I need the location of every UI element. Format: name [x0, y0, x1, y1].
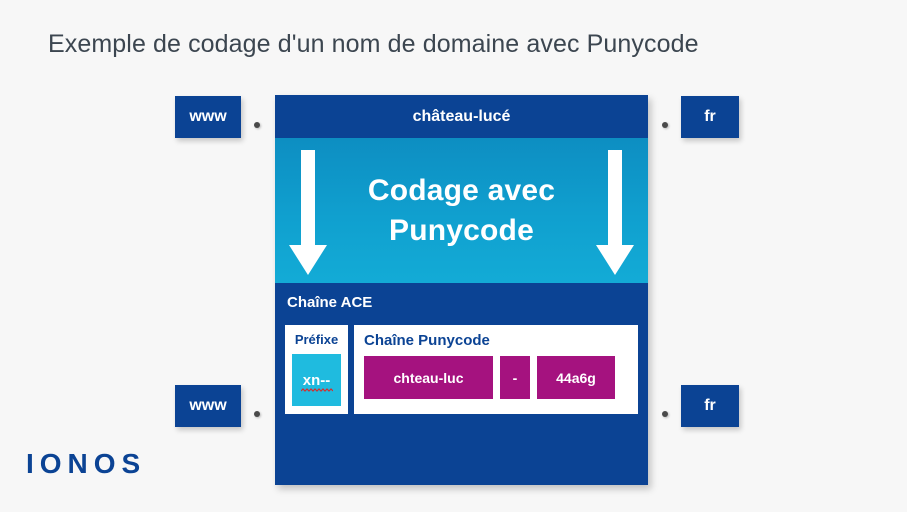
punycode-caption: Chaîne Punycode — [364, 332, 490, 349]
arrow-down-icon — [289, 150, 327, 275]
domain-name-label: château-lucé — [412, 107, 511, 125]
spellcheck-squiggle-icon — [301, 388, 333, 392]
punycode-part-encoded-suffix: 44a6g — [537, 356, 615, 399]
arrow-down-icon — [596, 150, 634, 275]
prefix-caption: Préfixe — [294, 332, 339, 347]
ace-white-panel: Préfixe xn-- Chaîne Punycode chteau-luc — [285, 325, 638, 414]
punycode-part-value: chteau-luc — [393, 369, 464, 386]
ace-section-body: Préfixe xn-- Chaîne Punycode chteau-luc — [275, 311, 648, 485]
page-title: Exemple de codage d'un nom de domaine av… — [48, 30, 699, 58]
punycode-part-value: - — [512, 369, 518, 386]
bottom-subdomain-chip: www — [175, 385, 241, 427]
bottom-tld-label: fr — [704, 397, 716, 414]
punycode-part-value: 44a6g — [556, 369, 596, 386]
punycode-card: Chaîne Punycode chteau-luc - 44a6g — [354, 325, 638, 414]
bottom-left-separator-dot — [254, 411, 260, 417]
top-left-separator-dot — [254, 122, 260, 128]
bottom-tld-chip: fr — [681, 385, 739, 427]
top-subdomain-chip: www — [175, 96, 241, 138]
domain-name-bar: château-lucé — [275, 95, 648, 138]
prefix-value-label: xn-- — [302, 371, 331, 389]
prefix-value-chip: xn-- — [292, 354, 341, 406]
bottom-right-separator-dot — [662, 411, 668, 417]
top-right-separator-dot — [662, 122, 668, 128]
punycode-part-delimiter: - — [500, 356, 530, 399]
punycode-part-encoded-label: chteau-luc — [364, 356, 493, 399]
ionos-logo: IONOS — [26, 448, 147, 479]
ace-section-title: Chaîne ACE — [287, 294, 373, 311]
top-tld-chip: fr — [681, 96, 739, 138]
punycode-parts-row: chteau-luc - 44a6g — [364, 356, 628, 399]
top-subdomain-label: www — [189, 108, 227, 125]
bottom-subdomain-label: www — [189, 397, 227, 414]
top-tld-label: fr — [704, 108, 716, 125]
conversion-band: Codage avec Punycode — [275, 138, 648, 283]
encoding-diagram-container: château-lucé Codage avec Punycode Chaîne… — [275, 95, 648, 485]
prefix-card: Préfixe xn-- — [285, 325, 348, 414]
conversion-label: Codage avec Punycode — [367, 173, 556, 247]
